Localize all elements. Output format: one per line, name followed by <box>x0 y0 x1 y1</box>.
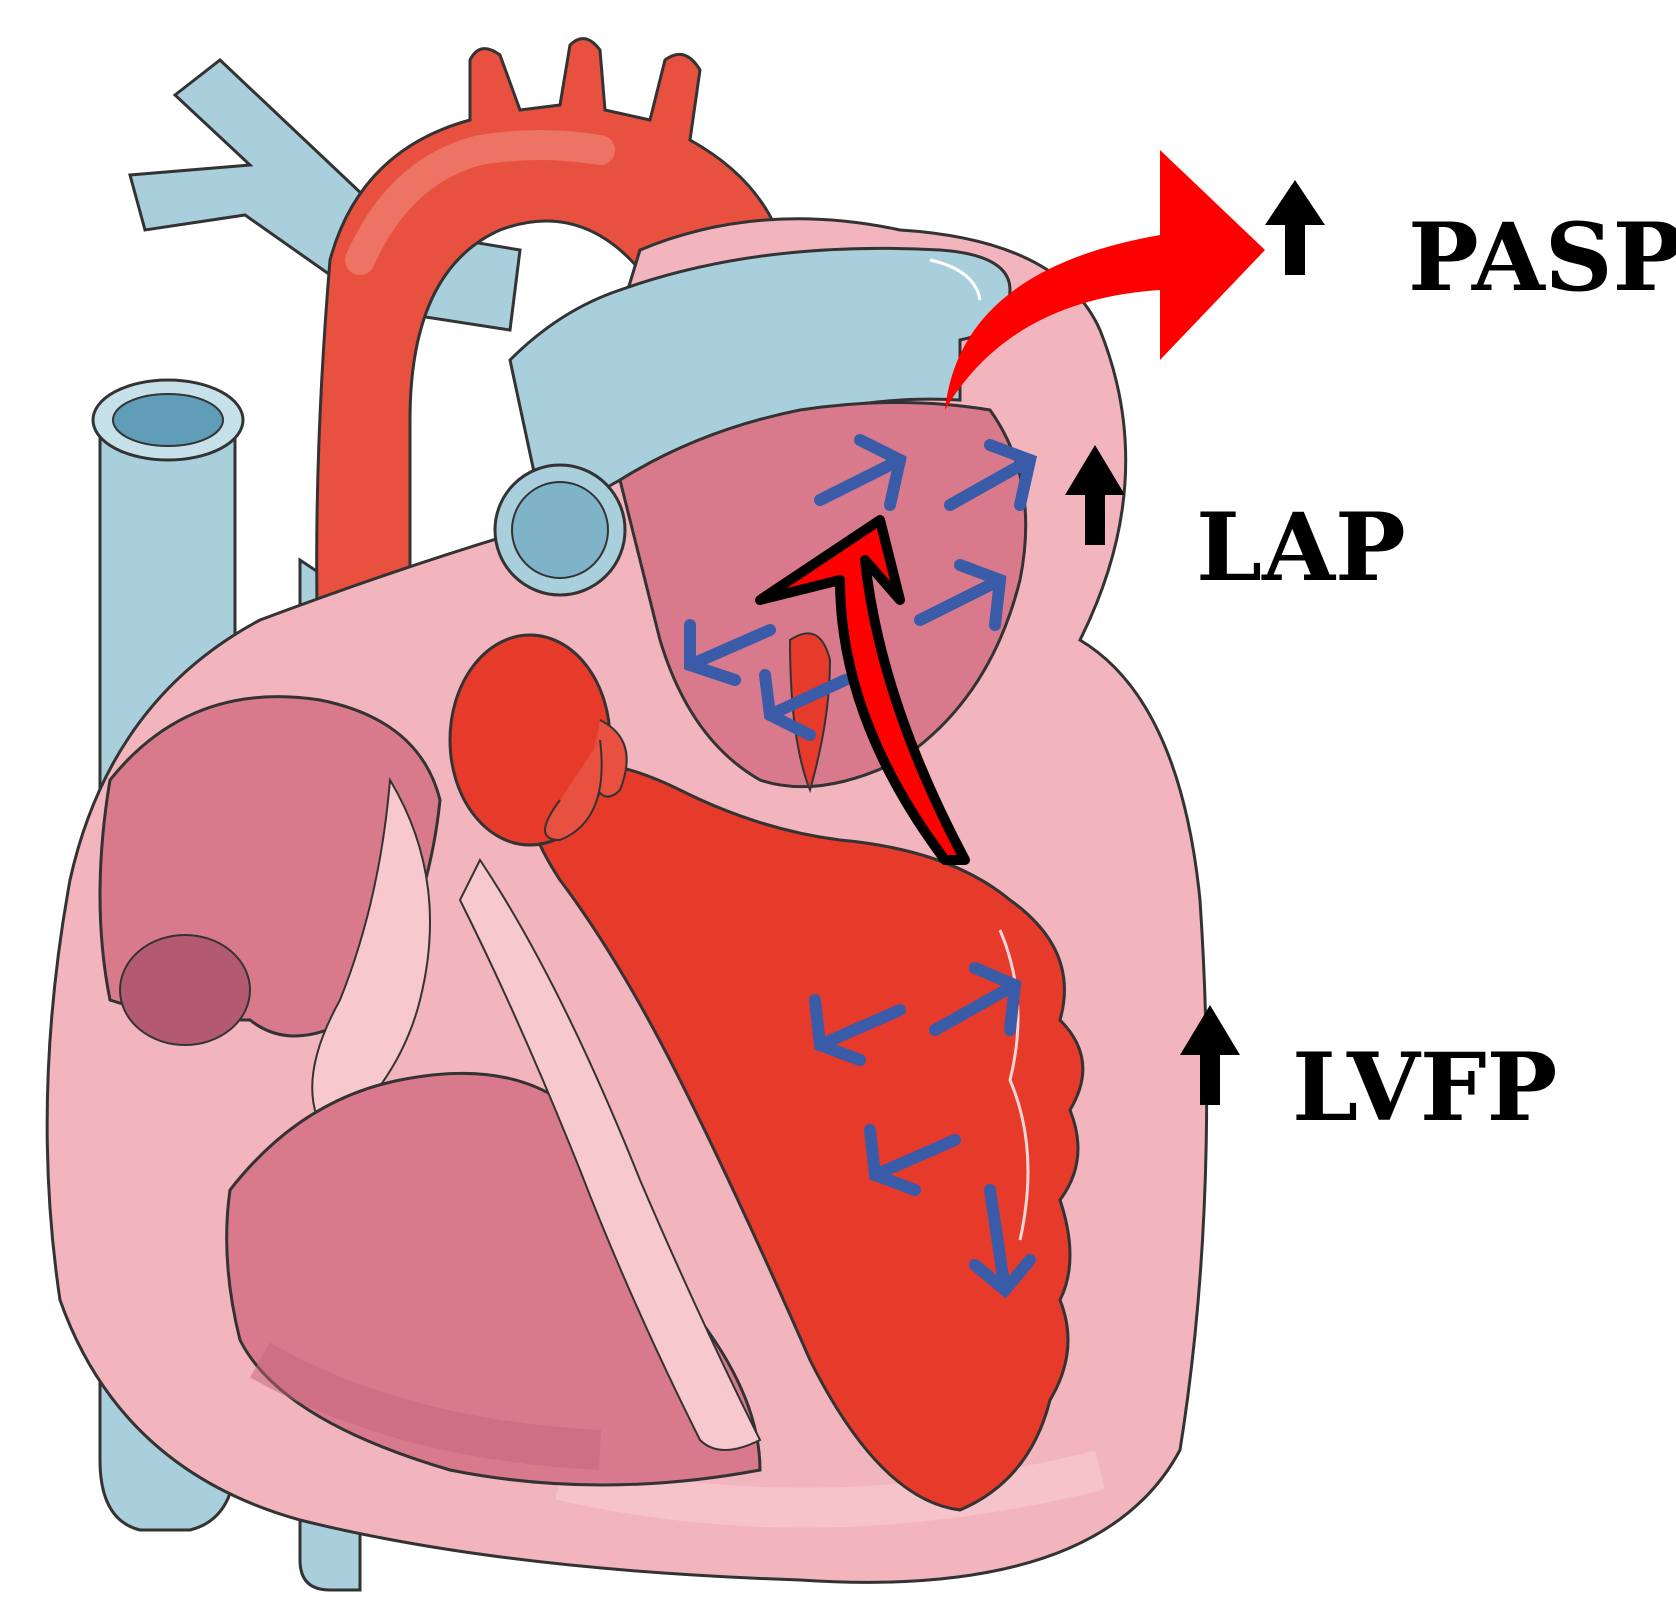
pressure-arrow-la-3 <box>914 559 1007 631</box>
pressure-arrow-lv-2 <box>929 962 1022 1036</box>
septum <box>458 858 762 1451</box>
left-ventricle <box>518 756 1085 1512</box>
right-ventricle <box>225 1071 762 1487</box>
lap-up-arrow-icon <box>1065 445 1125 545</box>
label-lvfp: LVFP <box>1292 1033 1557 1143</box>
pressure-arrow-lv-3 <box>864 1124 961 1196</box>
pressure-arrow-la-4 <box>684 619 776 686</box>
increase-indicators <box>1065 180 1325 1105</box>
lvfp-up-arrow-icon <box>1180 1005 1240 1105</box>
pulmonary-artery-section <box>493 463 627 597</box>
regurgitation-flow-arrow <box>755 515 970 865</box>
pressure-arrow-lv-4 <box>969 1184 1036 1299</box>
pressure-arrow-la-5 <box>759 669 851 741</box>
pressure-arrow-la-2 <box>944 439 1037 511</box>
mitral-valve <box>788 632 832 794</box>
label-lap: LAP <box>1196 493 1406 603</box>
right-heart-chambers <box>98 695 442 1142</box>
aortic-valve <box>448 633 628 847</box>
pressure-arrow-la-1 <box>814 434 907 511</box>
pressure-arrow-lv-1 <box>809 994 906 1066</box>
left-atrium <box>618 401 1028 789</box>
pulmonary-flow-arrow <box>945 150 1265 410</box>
pressure-arrows <box>684 434 1037 1299</box>
label-pasp: PASP <box>1408 203 1676 313</box>
pasp-up-arrow-icon <box>1265 180 1325 275</box>
